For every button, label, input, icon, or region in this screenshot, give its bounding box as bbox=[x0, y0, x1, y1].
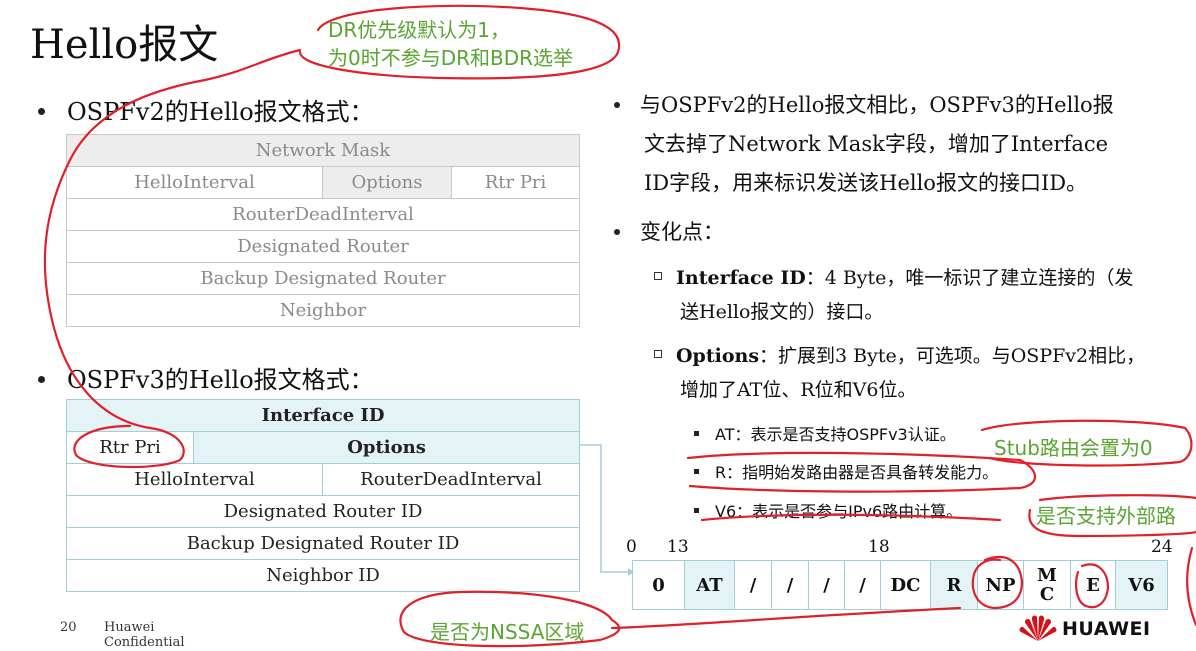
bit-cell-0: 0 bbox=[632, 560, 685, 610]
square-bullet bbox=[654, 272, 662, 280]
bullet-dot bbox=[614, 228, 620, 235]
bullet-dot bbox=[38, 376, 45, 383]
bit-number-0: 0 bbox=[626, 537, 637, 557]
changes-heading: 变化点： bbox=[614, 213, 724, 252]
options-text-line2: 增加了AT位、R位和V6位。 bbox=[680, 379, 917, 401]
v6-item: V6：表示是否参与IPv6路由计算。 bbox=[694, 498, 962, 522]
bit-number-18: 18 bbox=[868, 537, 890, 557]
dr-priority-annotation: DR优先级默认为1， 为0时不参与DR和BDR选举 bbox=[328, 16, 573, 72]
slide-title: Hello报文 bbox=[30, 22, 219, 68]
interface-id-item: Interface ID：4 Byte，唯一标识了建立连接的（发 送Hello报… bbox=[654, 261, 1133, 329]
para1-line1: 与OSPFv2的Hello报文相比，OSPFv3的Hello报 bbox=[640, 93, 1114, 117]
stub-annotation: Stub路由会置为0 bbox=[994, 436, 1153, 460]
small-square-bullet bbox=[694, 431, 699, 436]
bit-cell-reserved: / bbox=[771, 560, 809, 610]
field-neighbor-id: Neighbor ID bbox=[65, 559, 581, 592]
confidential-label: Huawei Confidential bbox=[104, 620, 185, 650]
bit-cell-mc-c: C bbox=[1039, 584, 1055, 605]
options-item: Options：扩展到3 Byte，可选项。与OSPFv2相比， 增加了AT位、… bbox=[654, 339, 1145, 407]
r-item-text: R：指明始发路由器是否具备转发能力。 bbox=[715, 463, 999, 482]
field-neighbor: Neighbor bbox=[66, 294, 580, 327]
field-backup-designated-router-id: Backup Designated Router ID bbox=[65, 527, 581, 560]
field-rtr-pri: Rtr Pri bbox=[451, 166, 580, 199]
bit-cell-r: R bbox=[930, 560, 978, 610]
v3-heading-text: OSPFv3的Hello报文格式： bbox=[67, 366, 374, 394]
options-text-line1: ：扩展到3 Byte，可选项。与OSPFv2相比， bbox=[759, 345, 1146, 367]
external-annotation: 是否支持外部路 bbox=[1036, 504, 1176, 528]
bit-cell-np: NP bbox=[977, 560, 1024, 610]
confidential-line1: Huawei bbox=[104, 620, 155, 635]
right-edge-stroke bbox=[1185, 546, 1196, 627]
bit-cell-e: E bbox=[1070, 560, 1116, 610]
huawei-logo-icon bbox=[1019, 615, 1057, 641]
nssa-link-curve bbox=[610, 606, 962, 630]
small-square-bullet bbox=[694, 508, 699, 513]
bit-cell-dc: DC bbox=[880, 560, 931, 610]
bullet-dot bbox=[38, 108, 45, 115]
field-network-mask: Network Mask bbox=[66, 134, 580, 167]
options-connector-line bbox=[579, 444, 628, 573]
field-options: Options bbox=[322, 166, 452, 199]
dr-annotation-line2: 为0时不参与DR和BDR选举 bbox=[328, 46, 574, 70]
v3-hello-format-table: Interface ID Rtr Pri Options HelloInterv… bbox=[65, 399, 581, 592]
bit-cell-mc-m: M bbox=[1037, 565, 1057, 586]
v6-item-text: V6：表示是否参与IPv6路由计算。 bbox=[715, 502, 963, 521]
r-item: R：指明始发路由器是否具备转发能力。 bbox=[694, 459, 998, 483]
field-hello-interval: HelloInterval bbox=[66, 166, 323, 199]
field-router-dead-interval: RouterDeadInterval bbox=[66, 198, 580, 231]
bit-cell-reserved: / bbox=[734, 560, 772, 610]
para1-line3: ID字段，用来标识发送该Hello报文的接口ID。 bbox=[644, 171, 1088, 195]
v3-heading: OSPFv3的Hello报文格式： bbox=[38, 360, 374, 395]
bullet-dot bbox=[614, 101, 620, 108]
page-number: 20 bbox=[60, 620, 77, 635]
changes-heading-text: 变化点： bbox=[640, 220, 724, 244]
para1-line2: 文去掉了Network Mask字段，增加了Interface bbox=[644, 132, 1109, 156]
field-options: Options bbox=[192, 431, 581, 464]
field-router-dead-interval: RouterDeadInterval bbox=[321, 463, 581, 496]
field-designated-router-id: Designated Router ID bbox=[65, 495, 581, 528]
square-bullet bbox=[654, 350, 662, 358]
nssa-annotation: 是否为NSSA区域 bbox=[430, 620, 585, 644]
bit-cell-reserved: / bbox=[808, 560, 845, 610]
field-designated-router: Designated Router bbox=[66, 230, 580, 263]
field-interface-id: Interface ID bbox=[65, 399, 581, 432]
options-label: Options bbox=[676, 345, 760, 367]
bit-cell-v6: V6 bbox=[1115, 560, 1168, 610]
v2-heading: OSPFv2的Hello报文格式： bbox=[38, 92, 374, 127]
at-item: AT：表示是否支持OSPFv3认证。 bbox=[694, 421, 956, 445]
iface-label: Interface ID bbox=[676, 267, 806, 289]
v2-heading-text: OSPFv2的Hello报文格式： bbox=[67, 98, 374, 126]
bit-number-13: 13 bbox=[667, 537, 689, 557]
iface-text-line1: ：4 Byte，唯一标识了建立连接的（发 bbox=[805, 267, 1134, 289]
bit-number-24: 24 bbox=[1151, 537, 1173, 557]
field-backup-designated-router: Backup Designated Router bbox=[66, 262, 580, 295]
comparison-paragraph: 与OSPFv2的Hello报文相比，OSPFv3的Hello报 文去掉了Netw… bbox=[614, 86, 1184, 203]
v2-hello-format-table: Network Mask HelloInterval Options Rtr P… bbox=[66, 134, 580, 327]
bit-cell-reserved: / bbox=[844, 560, 881, 610]
field-hello-interval: HelloInterval bbox=[66, 463, 323, 496]
at-item-text: AT：表示是否支持OSPFv3认证。 bbox=[715, 425, 956, 444]
huawei-brand-text: HUAWEI bbox=[1062, 618, 1151, 640]
dr-annotation-line1: DR优先级默认为1， bbox=[328, 18, 511, 42]
field-rtr-pri: Rtr Pri bbox=[66, 431, 194, 464]
confidential-line2: Confidential bbox=[104, 635, 185, 650]
iface-text-line2: 送Hello报文的）接口。 bbox=[680, 301, 884, 323]
small-square-bullet bbox=[694, 469, 699, 474]
bit-cell-at: AT bbox=[684, 560, 735, 610]
